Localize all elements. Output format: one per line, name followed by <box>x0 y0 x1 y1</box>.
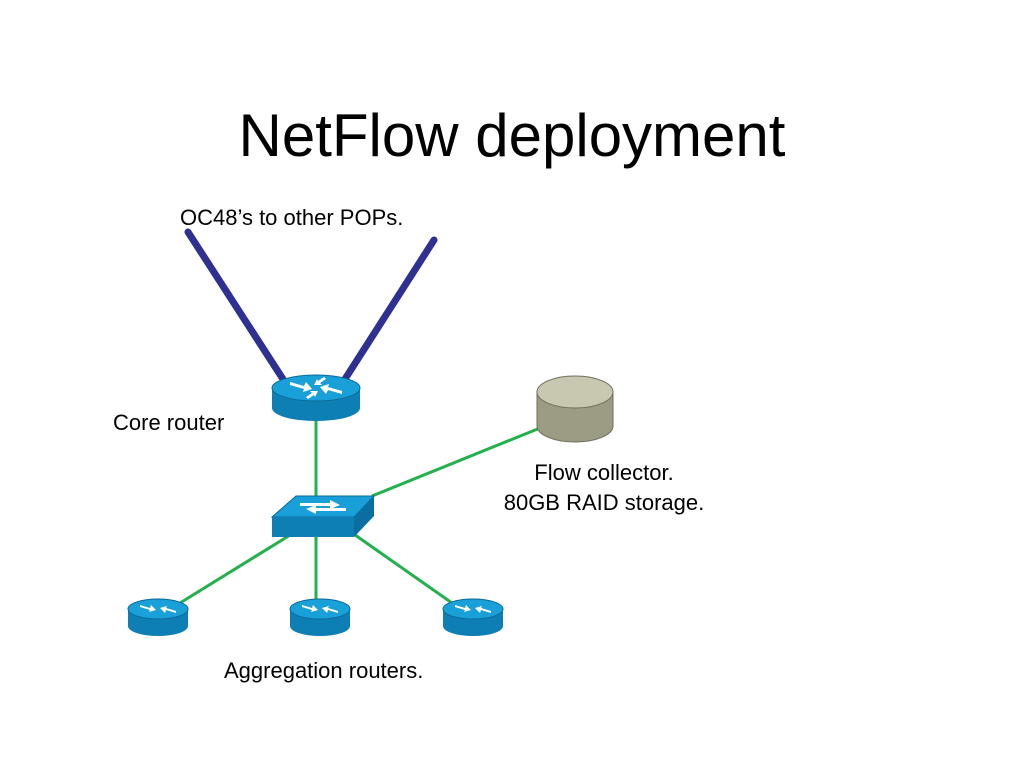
disk-storage-icon <box>536 375 614 443</box>
aggregation-routers-label: Aggregation routers. <box>224 658 424 683</box>
flow-collector-label: Flow collector. 80GB RAID storage. <box>480 458 728 518</box>
aggregation-router-left-icon <box>127 598 189 636</box>
link-switch-collector <box>371 426 541 498</box>
switch-icon <box>270 495 376 537</box>
slide-title: NetFlow deployment <box>238 102 786 169</box>
aggregation-router-center-icon <box>289 598 351 636</box>
lan-links <box>179 420 541 605</box>
flow-collector-label-line1: Flow collector. <box>534 460 674 485</box>
link-switch-agg-right <box>347 528 453 605</box>
uplink-right <box>334 236 438 394</box>
core-router-icon <box>271 374 361 421</box>
aggregation-router-right-icon <box>442 598 504 636</box>
uplinks-label: OC48’s to other POPs. <box>180 205 404 230</box>
uplink-lines <box>184 228 438 394</box>
flow-collector-label-line2: 80GB RAID storage. <box>503 490 705 515</box>
core-router-label: Core router <box>113 410 225 435</box>
uplink-left <box>184 228 294 394</box>
link-switch-agg-left <box>179 530 296 605</box>
